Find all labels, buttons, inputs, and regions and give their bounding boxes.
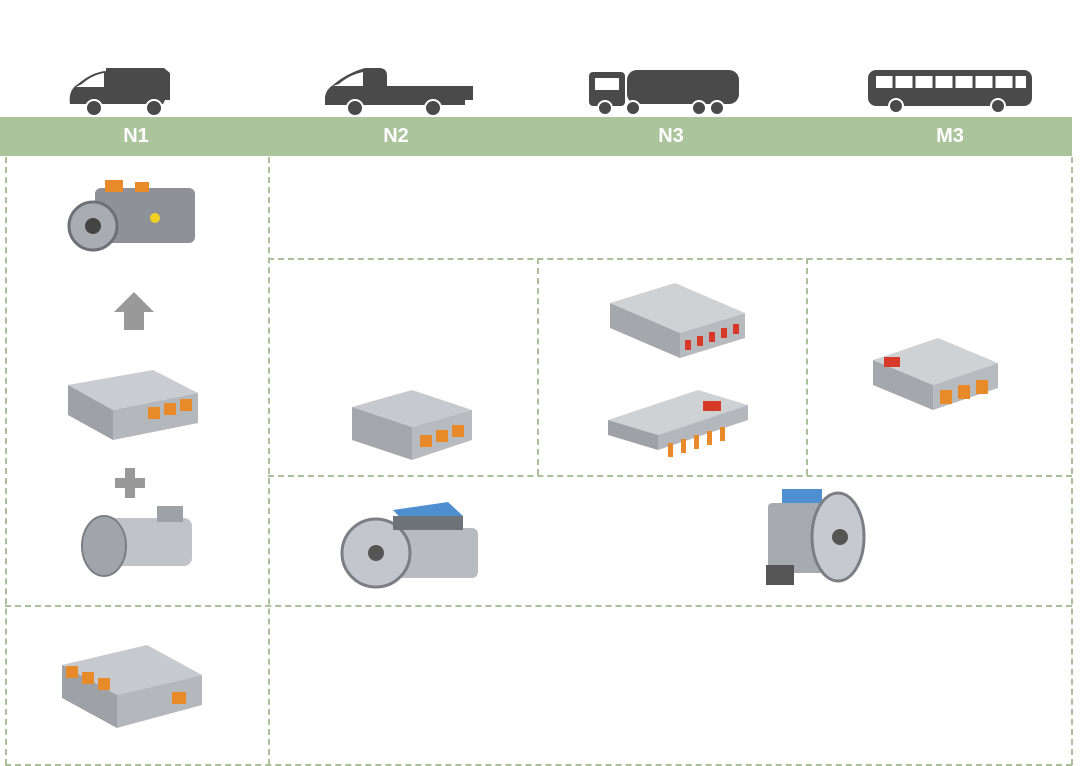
heavy-truck-icon [589,70,739,116]
n2-inverter-image [352,390,472,460]
grid-line [537,258,539,475]
n3-inverter-image-2 [608,390,748,457]
m3-inverter-image [873,338,998,410]
grid-line [268,157,270,765]
category-m3: M3 [936,125,964,147]
grid-line [806,258,808,475]
category-n2: N2 [383,125,409,147]
electric-motor-image [81,506,192,577]
bus-icon [868,70,1032,114]
grid-line [1071,157,1073,765]
arrow-up-icon [114,292,154,330]
plus-icon [115,468,145,498]
light-truck-icon [325,68,473,117]
grid-line [5,605,1072,607]
category-n1: N1 [123,125,149,147]
motor-gearbox-unit-image [67,180,195,252]
grid-line [5,157,7,765]
motor-with-inverter-image [340,502,478,589]
grid-line [5,764,1072,766]
grid-line [268,258,1072,260]
n3-inverter-image-1 [610,283,745,358]
large-motor-image [766,489,866,585]
category-header-band [0,117,1072,156]
integrated-drive-controller-image [62,645,202,728]
inverter-image [68,370,198,440]
grid-line [268,475,1072,477]
category-n3: N3 [658,125,684,147]
van-icon [69,68,170,117]
